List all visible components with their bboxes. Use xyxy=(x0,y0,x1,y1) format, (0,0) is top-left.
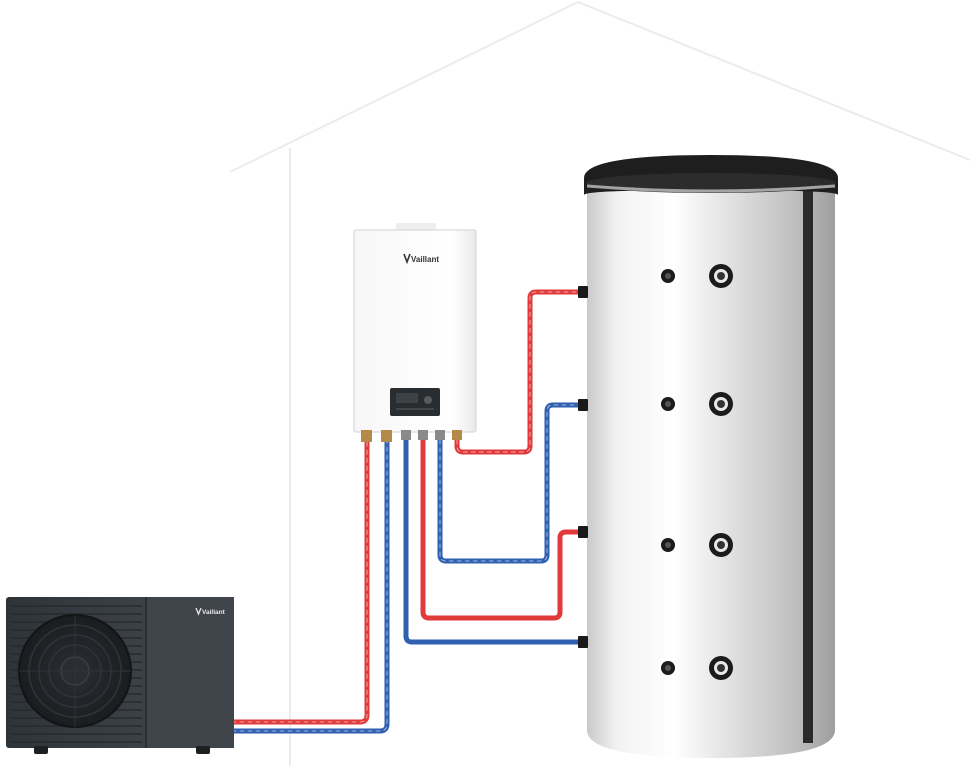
tank-fitting-row-3 xyxy=(661,533,733,557)
supply-pipe-outdoor xyxy=(229,437,370,725)
tank-front-fittings xyxy=(661,264,733,680)
tank-fitting-row-1 xyxy=(661,264,733,288)
outdoor-unit-foot-left xyxy=(34,746,48,754)
supply-pipe-tank-third xyxy=(420,437,587,621)
tank-fitting-row-4 xyxy=(661,656,733,680)
tank-inlet-ports xyxy=(578,286,588,648)
indoor-unit-connectors xyxy=(361,430,462,442)
outdoor-unit-logo-icon: Vaillant xyxy=(195,607,226,616)
pipes xyxy=(229,289,587,734)
outdoor-unit-foot-right xyxy=(196,746,210,754)
tank-fitting-row-2 xyxy=(661,392,733,416)
return-pipe-tank-second xyxy=(437,402,587,564)
house-outline xyxy=(229,0,971,766)
tank-side-stripe xyxy=(803,188,813,743)
storage-tank xyxy=(578,155,838,758)
outdoor-unit-brand: Vaillant xyxy=(202,609,226,616)
return-pipe-outdoor xyxy=(229,437,390,734)
return-pipe-tank-bottom xyxy=(403,437,587,645)
outdoor-unit: Vaillant xyxy=(6,597,234,754)
supply-pipe-tank-top xyxy=(454,289,587,455)
indoor-unit: Vaillant xyxy=(353,223,477,442)
indoor-unit-control-dial xyxy=(424,396,432,404)
vaillant-logo-icon: Vaillant xyxy=(403,253,439,265)
indoor-unit-brand: Vaillant xyxy=(411,255,439,264)
fan-icon xyxy=(18,614,132,728)
indoor-unit-display-screen xyxy=(396,393,418,403)
